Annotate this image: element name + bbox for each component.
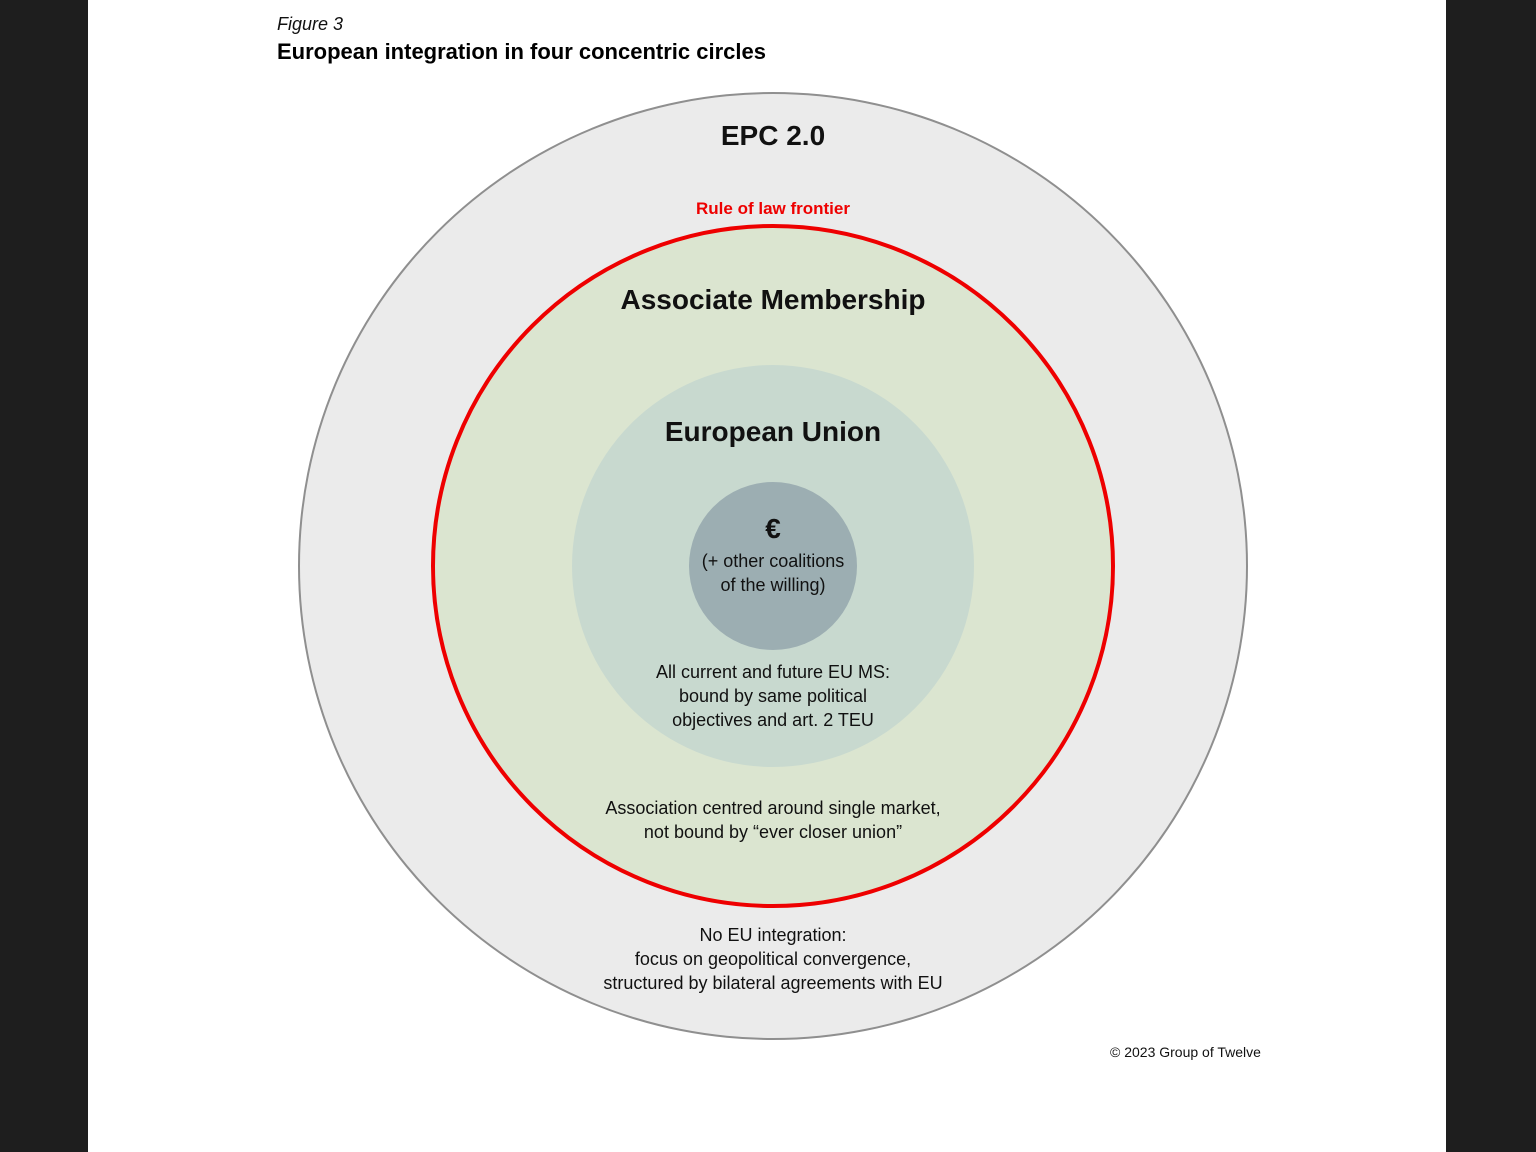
associate-membership-title: Associate Membership (620, 284, 926, 315)
epc-description: No EU integration: focus on geopolitical… (473, 923, 1073, 995)
eu-description-line: bound by same political (678, 686, 868, 706)
european-union-description: All current and future EU MS: bound by s… (473, 660, 1073, 732)
figure-label: Figure 3 (277, 14, 344, 34)
associate-description-line: not bound by “ever closer union” (643, 822, 903, 842)
euro-circle (689, 482, 857, 650)
epc-title: EPC 2.0 (720, 120, 826, 151)
epc-description-line: structured by bilateral agreements with … (603, 973, 943, 993)
copyright-notice: © 2023 Group of Twelve (1110, 1044, 1261, 1060)
euro-symbol: € (765, 513, 781, 544)
european-union-title: European Union (664, 416, 882, 447)
eu-description-line: objectives and art. 2 TEU (672, 710, 874, 730)
epc-description-line: focus on geopolitical convergence, (634, 949, 912, 969)
associate-description-line: Association centred around single market… (605, 798, 941, 818)
euro-description-line: of the willing) (720, 575, 826, 595)
figure-title: European integration in four concentric … (277, 39, 766, 64)
rule-of-law-frontier-label: Rule of law frontier (696, 199, 850, 218)
eu-description-line: All current and future EU MS: (655, 662, 891, 682)
associate-membership-description: Association centred around single market… (473, 796, 1073, 844)
euro-description: (+ other coalitions of the willing) (473, 549, 1073, 597)
epc-description-line: No EU integration: (699, 925, 847, 945)
euro-description-line: (+ other coalitions (701, 551, 845, 571)
figure-page: Figure 3 European integration in four co… (88, 0, 1446, 1152)
